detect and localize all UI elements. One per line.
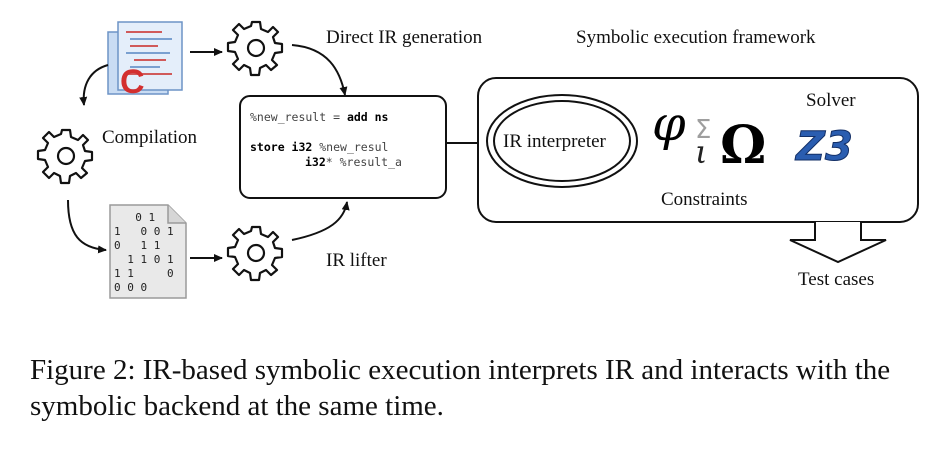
label-test-cases: Test cases [798,269,874,290]
binary-row: 1 0 0 1 [114,225,174,238]
ir-code-line-3: i32* %result_a [305,155,402,169]
label-compilation: Compilation [102,127,198,148]
arrow-gear-to-ir [291,44,348,96]
ir-interpreter-ellipse [493,100,631,182]
binary-row: 1 1 0 1 [114,253,174,266]
label-direct-ir: Direct IR generation [326,27,483,48]
arrow-lifter-to-ir [291,201,350,241]
ir-code-line-2: store i32 %new_resul [250,140,389,154]
label-ir-lifter: IR lifter [326,250,387,271]
label-framework: Symbolic execution framework [576,27,816,48]
label-constraints: Constraints [661,189,748,210]
phi-symbol: φ [652,96,686,152]
binary-row: 0 1 1 [114,239,160,252]
iota-symbol: ι [695,133,708,171]
arrow-compilation-to-binary [67,199,107,254]
gear-icon-direct-ir [226,20,284,77]
source-letter: C [120,63,145,101]
omega-symbol: Ω [720,115,766,176]
binary-row: 0 0 0 [114,281,147,294]
figure-caption: Figure 2: IR-based symbolic execution in… [30,354,891,422]
binary-row: 0 1 [122,211,155,224]
binary-row: 1 1 0 [114,267,174,280]
arrow-source-to-compilation [79,64,109,106]
label-solver: Solver [806,90,856,111]
gear-icon-ir-lifter [226,225,284,282]
z3-logo: Z3 [794,124,853,170]
ir-code-line-1: %new_result = add ns [250,110,388,124]
source-file-icon: C [107,21,183,101]
sigma-symbol: Σ [695,115,711,145]
gear-icon-compilation [36,128,94,185]
ir-code-box [239,95,447,199]
binary-file-icon: 0 1 1 0 0 1 0 1 1 1 1 0 1 1 1 0 0 0 0 [109,204,187,299]
label-ir-interpreter: IR interpreter [503,131,607,152]
test-cases-arrow [789,222,887,264]
